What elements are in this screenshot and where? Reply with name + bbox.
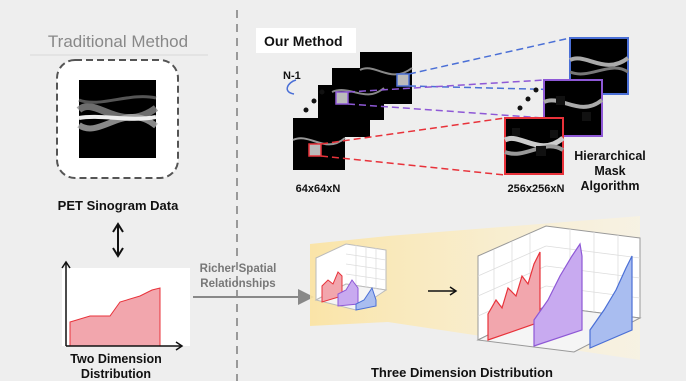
- our-method-title-bg: [256, 28, 356, 53]
- n-minus-1-brace: [286, 79, 297, 95]
- y-axis-arrow-icon: [61, 260, 71, 269]
- large-blue-surface: [589, 255, 633, 349]
- small-stack-label: 64x64xN: [296, 183, 341, 195]
- double-arrow-icon: [112, 222, 124, 258]
- large-red-surface: [487, 251, 541, 341]
- small-to-large-arrow-icon: [428, 286, 458, 296]
- blue-patch: [396, 73, 410, 87]
- two-d-distribution-chart: [61, 260, 184, 351]
- large-three-d-plot: [476, 225, 642, 353]
- small-blue-surface: [355, 286, 377, 311]
- sinogram-caption: PET Sinogram Data: [58, 198, 179, 213]
- algorithm-label-line1: Hierarchical: [574, 149, 646, 163]
- x-axis-arrow-icon: [175, 341, 184, 351]
- stack-index-label: N-1: [283, 70, 301, 82]
- red-patch: [308, 143, 322, 157]
- two-d-area: [69, 287, 161, 347]
- our-method-title: Our Method: [264, 33, 343, 49]
- algorithm-label-line2: Mask: [594, 164, 625, 178]
- algorithm-label-line3: Algorithm: [580, 179, 639, 193]
- two-d-caption-line2: Distribution: [81, 367, 151, 381]
- three-d-caption: Three Dimension Distribution: [371, 365, 553, 380]
- small-slice-stack: [292, 52, 413, 170]
- arrow-label-line1: Richer Spatial: [200, 263, 277, 275]
- small-three-d-plot: [314, 243, 388, 311]
- arrow-label-line2: Relationships: [200, 278, 275, 290]
- large-stack-label: 256x256xN: [508, 183, 565, 195]
- traditional-method-title: Traditional Method: [48, 32, 188, 51]
- large-slice-stack: [503, 37, 630, 175]
- two-d-caption-line1: Two Dimension: [70, 352, 161, 366]
- zoom-slice-purple: [543, 79, 603, 137]
- purple-patch: [335, 91, 349, 105]
- sinogram-image: [76, 80, 159, 158]
- large-purple-surface: [533, 242, 583, 347]
